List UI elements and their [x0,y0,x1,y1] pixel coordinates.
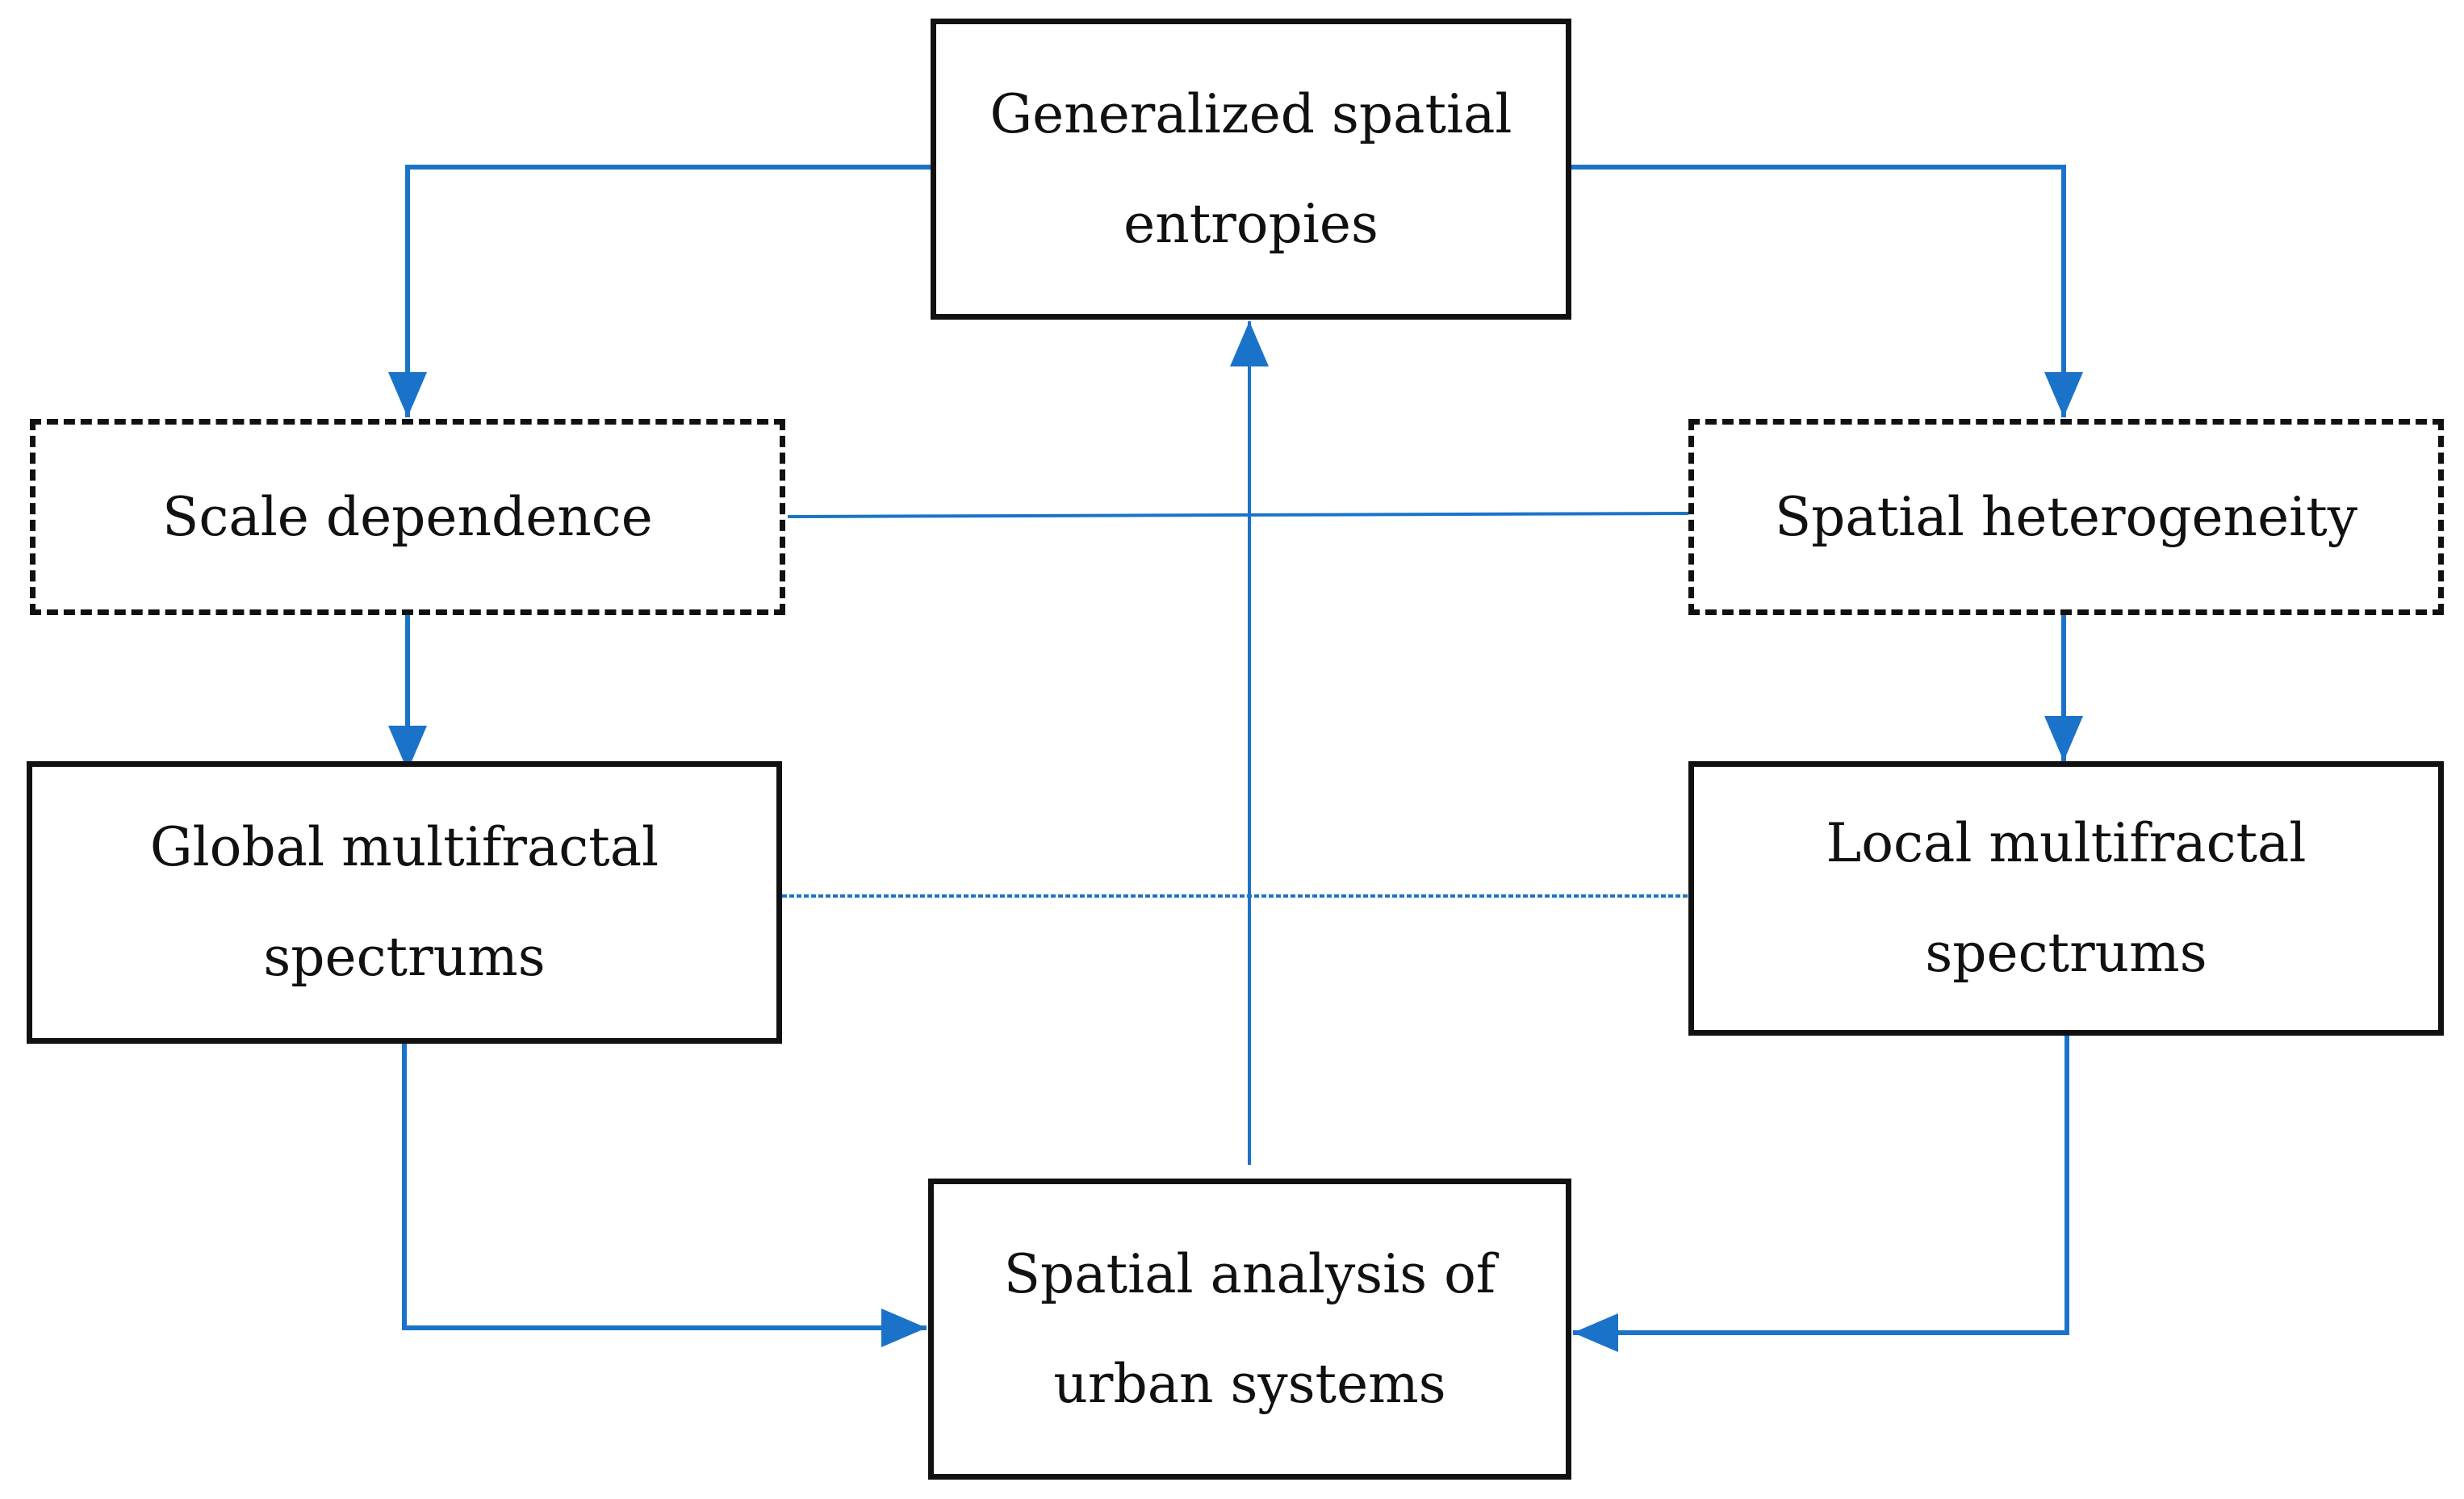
edge-scale-heterogeneity-line [787,512,1689,518]
edge-global-to-bottom [402,1044,927,1347]
node-local-multifractal-spectrums: Local multifractal spectrums [1688,761,2444,1036]
node-label-line: Scale dependence [162,485,653,548]
node-label-line: urban systems [1053,1352,1446,1415]
node-label-line: entropies [1123,192,1378,255]
node-spatial-analysis-urban-systems: Spatial analysis of urban systems [928,1179,1571,1480]
node-label-line: spectrums [263,926,546,988]
edge-local-to-bottom [1573,1036,2069,1352]
edge-top-to-heterogeneity [1571,165,2083,417]
node-global-multifractal-spectrums: Global multifractal spectrums [27,761,782,1044]
node-label-line: Generalized spatial [989,82,1512,145]
edge-top-to-scale [388,165,931,417]
node-spatial-heterogeneity: Spatial heterogeneity [1688,419,2444,615]
node-label-line: spectrums [1925,922,2207,984]
node-generalized-spatial-entropies: Generalized spatial entropies [931,19,1571,320]
node-scale-dependence: Scale dependence [30,419,785,615]
node-label-line: Global multifractal [149,816,659,878]
node-label-line: Spatial analysis of [1003,1242,1496,1305]
node-label-line: Spatial heterogeneity [1774,485,2358,548]
node-label-line: Local multifractal [1826,812,2307,874]
